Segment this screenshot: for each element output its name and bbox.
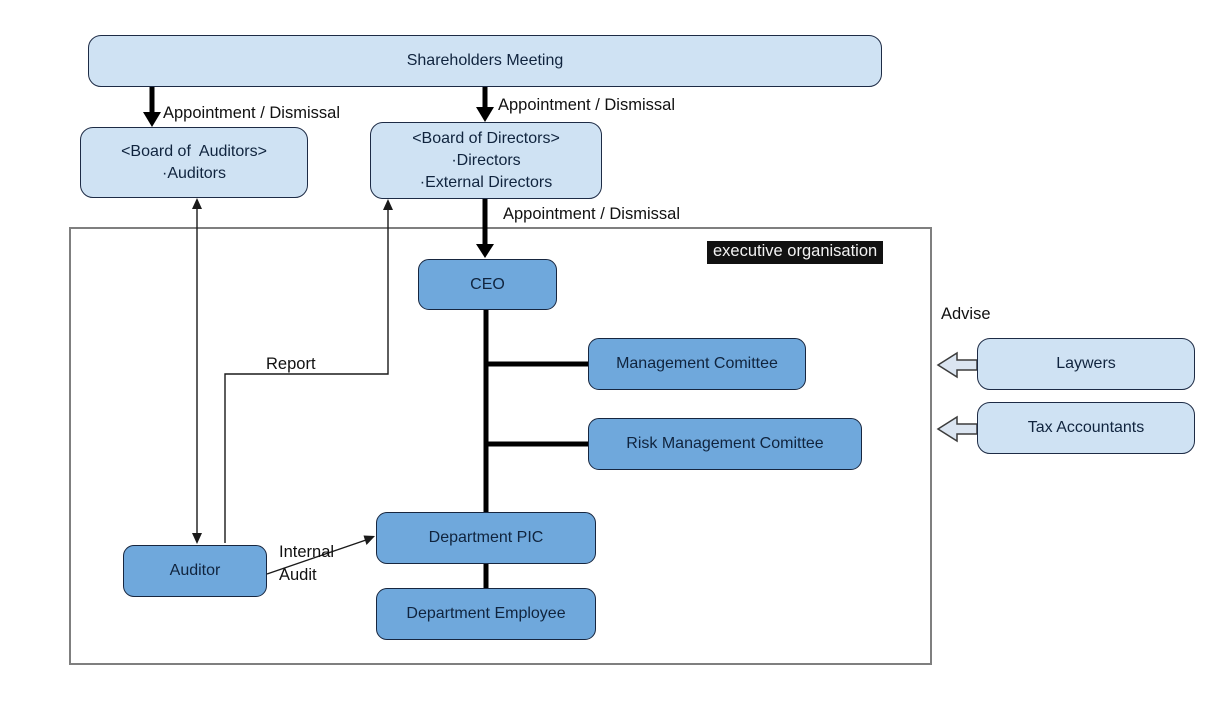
arrowhead-to-directors	[476, 107, 494, 122]
arrowhead-report	[383, 199, 393, 210]
node-line: <Board of Directors>	[412, 129, 560, 147]
node-line: ·Auditors	[161, 164, 227, 182]
node-line: ·External Directors	[419, 173, 553, 191]
executive-organisation-frame	[69, 227, 932, 665]
node-department-pic: Department PIC	[376, 512, 596, 564]
executive-organisation-tag: executive organisation	[707, 241, 884, 264]
node-management-committee: Management Comittee	[588, 338, 806, 390]
node-label: Auditor	[169, 562, 221, 579]
node-ceo: CEO	[418, 259, 557, 310]
node-label: Tax Accountants	[1027, 419, 1145, 436]
advise-arrow-lawyers	[936, 351, 978, 379]
node-shareholders-meeting: Shareholders Meeting	[88, 35, 882, 87]
label-report: Report	[266, 355, 316, 373]
label-appointment-dismissal-directors: Appointment / Dismissal	[498, 96, 675, 114]
node-tax-accountants: Tax Accountants	[977, 402, 1195, 454]
node-label: Shareholders Meeting	[406, 52, 564, 69]
node-auditor: Auditor	[123, 545, 267, 597]
node-label: Department Employee	[406, 605, 566, 622]
node-line: <Board of Auditors>	[121, 142, 267, 160]
node-label: CEO	[470, 275, 505, 293]
node-line: ·Directors	[451, 151, 521, 169]
node-label: Department PIC	[428, 529, 544, 546]
arrowhead-up-board-auditors	[192, 198, 202, 209]
node-board-of-directors: <Board of Directors> ·Directors ·Externa…	[370, 122, 602, 199]
node-department-employee: Department Employee	[376, 588, 596, 640]
advise-arrow-tax-accountants	[936, 415, 978, 443]
label-appointment-dismissal-ceo: Appointment / Dismissal	[503, 205, 680, 223]
label-appointment-dismissal-auditors: Appointment / Dismissal	[163, 104, 340, 122]
node-risk-management-committee: Risk Management Comittee	[588, 418, 862, 470]
label-advise: Advise	[941, 305, 991, 323]
node-label: Laywers	[1056, 355, 1116, 372]
node-label: Management Comittee	[616, 355, 778, 372]
label-internal-audit: Internal Audit	[279, 543, 335, 584]
arrowhead-to-auditors	[143, 112, 161, 127]
node-label: Risk Management Comittee	[626, 435, 824, 452]
node-board-of-auditors: <Board of Auditors> ·Auditors	[80, 127, 308, 198]
node-lawyers: Laywers	[977, 338, 1195, 390]
